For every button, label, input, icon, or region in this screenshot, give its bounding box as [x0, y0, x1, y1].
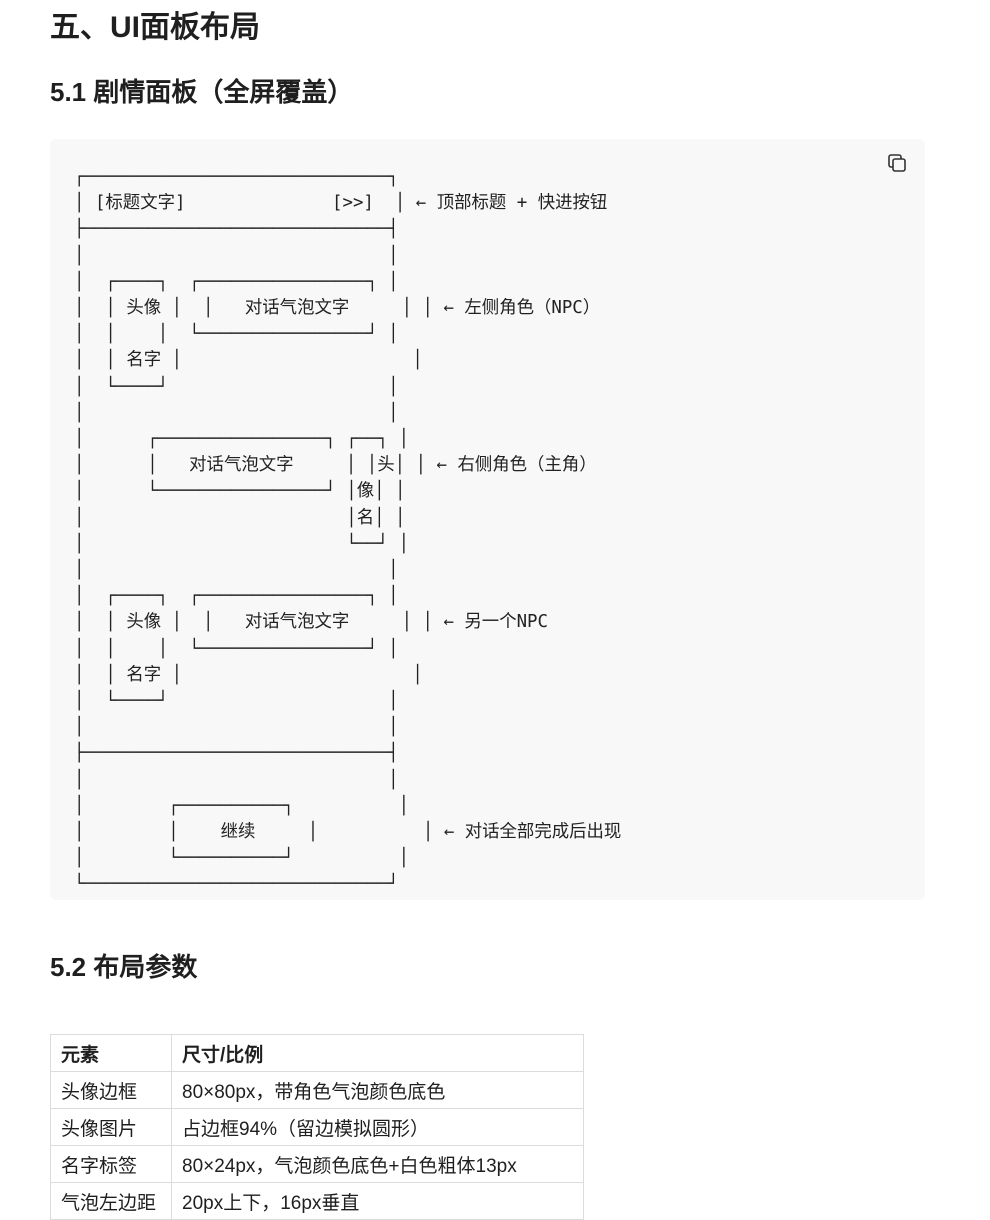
table-row: 头像边框 80×80px，带角色气泡颜色底色: [50, 1071, 584, 1109]
layout-params-table: 元素 尺寸/比例 头像边框 80×80px，带角色气泡颜色底色 头像图片 占边框…: [50, 1034, 584, 1220]
table-cell: 80×24px，气泡颜色底色+白色粗体13px: [171, 1145, 584, 1183]
ascii-layout-diagram: ┌─────────────────────────────┐ │ [标题文字]…: [74, 167, 622, 895]
table-cell: 气泡左边距: [50, 1182, 172, 1220]
table-header-cell: 元素: [50, 1034, 172, 1072]
table-cell: 名字标签: [50, 1145, 172, 1183]
table-cell: 头像边框: [50, 1071, 172, 1109]
table-row: 名字标签 80×24px，气泡颜色底色+白色粗体13px: [50, 1145, 584, 1183]
copy-icon[interactable]: [885, 151, 909, 175]
table-row: 气泡左边距 20px上下，16px垂直: [50, 1182, 584, 1220]
table-header-cell: 尺寸/比例: [171, 1034, 584, 1072]
subsection-title-layout-params: 5.2 布局参数: [50, 952, 198, 982]
section-title: 五、UI面板布局: [50, 11, 260, 44]
table-cell: 占边框94%（留边模拟圆形）: [171, 1108, 584, 1146]
table-cell: 20px上下，16px垂直: [171, 1182, 584, 1220]
table-cell: 80×80px，带角色气泡颜色底色: [171, 1071, 584, 1109]
table-row: 头像图片 占边框94%（留边模拟圆形）: [50, 1108, 584, 1146]
code-block: ┌─────────────────────────────┐ │ [标题文字]…: [50, 139, 925, 900]
subsection-title-story-panel: 5.1 剧情面板（全屏覆盖）: [50, 77, 354, 107]
table-header-row: 元素 尺寸/比例: [50, 1034, 584, 1072]
table-cell: 头像图片: [50, 1108, 172, 1146]
